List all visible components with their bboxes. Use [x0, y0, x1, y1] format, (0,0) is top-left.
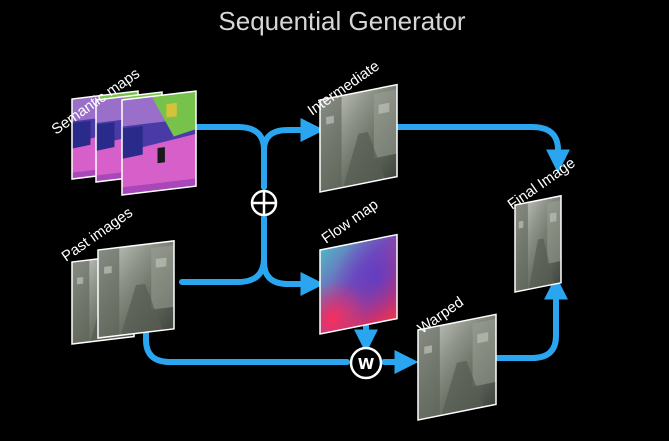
arrow-combine-to-intermediate: [261, 118, 325, 190]
intermediate-image: [319, 83, 398, 193]
combine-operator: ⊕: [250, 189, 278, 217]
past-image-frame-2: [97, 240, 175, 339]
warp-operator-label: W: [358, 355, 375, 373]
final-image: [514, 194, 562, 293]
arrow-warped-to-final: [494, 275, 568, 361]
diagram-title: Sequential Generator: [218, 6, 466, 36]
arrow-past-to-warp: [143, 309, 350, 365]
warp-operator: W: [349, 346, 383, 380]
arrow-semantic-to-combine: [193, 124, 267, 190]
arrow-past-to-combine: [179, 215, 267, 285]
semantic-maps-stack: [71, 90, 197, 196]
warped-image: [417, 313, 497, 421]
semantic-map-frame-3: [121, 90, 197, 196]
flow-map-image: [319, 233, 398, 335]
arrow-intermediate-to-final: [394, 124, 570, 174]
past-images-stack: [71, 240, 175, 345]
arrow-combine-to-flow: [261, 215, 325, 296]
